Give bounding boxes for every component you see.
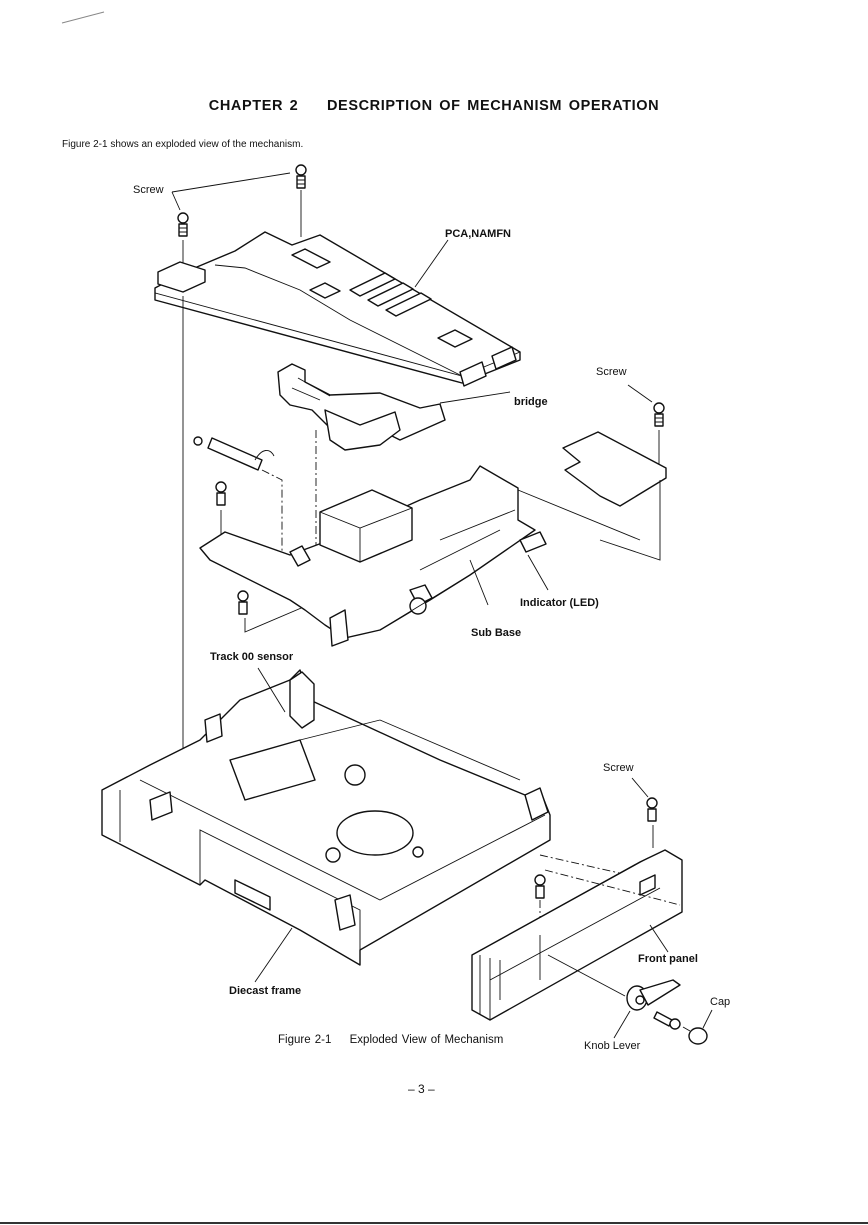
label-cap: Cap	[710, 996, 731, 1008]
label-pca: PCA,NAMFN	[445, 228, 511, 240]
leader-line	[257, 667, 286, 713]
page-number: – 3 –	[408, 1082, 435, 1096]
leader-line	[171, 191, 181, 211]
screw-icon	[177, 212, 189, 237]
leader-line	[649, 924, 669, 953]
label-bridge: bridge	[514, 396, 548, 408]
bridge-part	[277, 363, 446, 451]
chapter-title: DESCRIPTION OF MECHANISM OPERATION	[326, 98, 660, 114]
front-panel	[471, 849, 683, 1021]
scan-artifact	[61, 11, 105, 24]
leader-line	[414, 239, 449, 288]
guide-shaft	[207, 437, 263, 471]
pca-board	[154, 231, 521, 387]
leader-line	[254, 927, 293, 983]
diecast-frame	[101, 669, 551, 966]
label-screw-right: Screw	[596, 366, 627, 378]
scan-edge-rule	[0, 1222, 868, 1224]
screw-icon	[534, 874, 546, 899]
label-track-sensor: Track 00 sensor	[210, 651, 294, 663]
leader-line	[613, 1010, 631, 1039]
leader-line	[171, 172, 291, 193]
chapter-number: CHAPTER 2	[208, 98, 299, 114]
knob-lever	[626, 979, 681, 1011]
sub-base	[199, 465, 547, 647]
intro-paragraph: Figure 2-1 shows an exploded view of the…	[62, 139, 304, 150]
e-ring-icon	[193, 436, 203, 446]
label-front-panel: Front panel	[638, 953, 698, 965]
chapter-heading: CHAPTER 2 DESCRIPTION OF MECHANISM OPERA…	[0, 98, 868, 114]
screw-icon	[653, 1011, 681, 1030]
leader-line	[469, 559, 489, 606]
label-knob-lever: Knob Lever	[584, 1040, 641, 1052]
label-screw-front: Screw	[603, 762, 634, 774]
screw-icon	[653, 402, 665, 427]
label-diecast-frame: Diecast frame	[229, 985, 302, 997]
figure-title: Exploded View of Mechanism	[349, 1034, 504, 1046]
cap-part	[688, 1027, 708, 1045]
label-sub-base: Sub Base	[471, 627, 522, 639]
leader-line	[702, 1009, 713, 1029]
screw-icon	[215, 481, 227, 506]
leader-line	[439, 391, 511, 404]
screw-icon	[646, 797, 658, 822]
shield-plate	[562, 431, 667, 507]
figure-number: Figure 2-1	[278, 1034, 332, 1046]
screw-icon	[237, 590, 249, 615]
figure-caption: Figure 2-1 Exploded View of Mechanism	[278, 1034, 503, 1046]
screw-icon	[295, 164, 307, 189]
label-screw-top: Screw	[133, 184, 164, 196]
leader-line	[547, 954, 626, 997]
label-indicator: Indicator (LED)	[520, 597, 599, 609]
leader-line	[527, 554, 549, 591]
